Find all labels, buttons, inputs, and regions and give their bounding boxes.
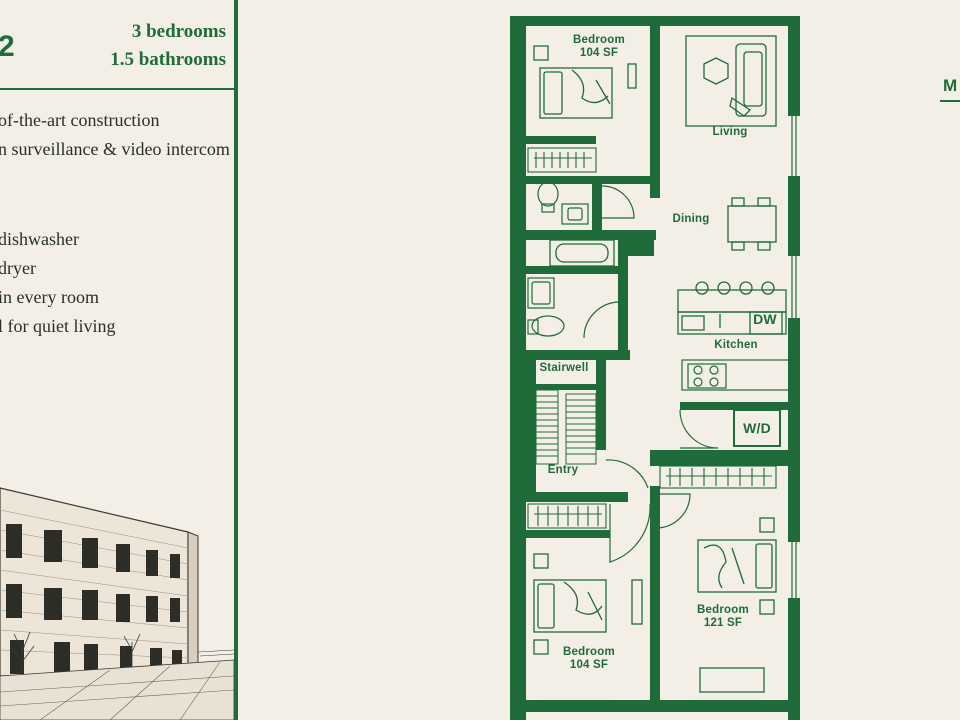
building-illustration: [0, 487, 234, 720]
unit-summary: 3 bedrooms 1.5 bathrooms: [110, 18, 226, 74]
entry-label: Entry: [547, 464, 579, 476]
feature-item: n surveillance & video intercom: [0, 139, 230, 159]
living-label: Living: [712, 126, 748, 138]
bedroom-bottom-label: Bedroom 104 SF: [552, 646, 626, 672]
west-wall: [510, 16, 526, 720]
edge-underline: [940, 100, 960, 102]
east-wall-lower: [788, 318, 800, 542]
east-wall-bottom: [788, 598, 800, 720]
feature-item: dryer: [0, 258, 36, 278]
bedroom-top-name: Bedroom: [573, 34, 625, 46]
stairwell-label: Stairwell: [539, 362, 589, 374]
bedroom-bottom-area: 104 SF: [569, 659, 609, 671]
edge-letter: M: [943, 76, 958, 95]
bedroom-top-area: 104 SF: [579, 47, 619, 59]
east-wall-upper: [788, 16, 800, 116]
floor-plan: [510, 16, 800, 720]
feature-item: in every room: [0, 287, 99, 307]
bedroom-right-label: Bedroom 121 SF: [686, 604, 760, 630]
north-wall: [510, 16, 800, 26]
dining-label: Dining: [672, 213, 710, 225]
left-info-panel: 2 3 bedrooms 1.5 bathrooms of-the-art co…: [0, 0, 238, 720]
washer-dryer-label: W/D: [743, 420, 771, 436]
feature-item: of-the-art construction: [0, 110, 160, 130]
unit-number: 2: [0, 30, 15, 63]
bedroom-bottom-name: Bedroom: [563, 646, 615, 658]
kitchen-label: Kitchen: [714, 339, 758, 351]
panel-divider: [234, 0, 238, 720]
bedroom-right-area: 121 SF: [703, 617, 743, 629]
east-wall-mid: [788, 176, 800, 256]
bedroom-count: 3 bedrooms: [131, 21, 226, 42]
bathroom-count: 1.5 bathrooms: [110, 49, 226, 70]
feature-item: dishwasher: [0, 229, 79, 249]
header-divider: [0, 88, 236, 90]
bedroom-right-name: Bedroom: [697, 604, 749, 616]
south-wall: [510, 700, 800, 712]
feature-item: l for quiet living: [0, 316, 116, 336]
bedroom-top-label: Bedroom 104 SF: [562, 34, 636, 60]
dishwasher-label: DW: [753, 311, 777, 327]
